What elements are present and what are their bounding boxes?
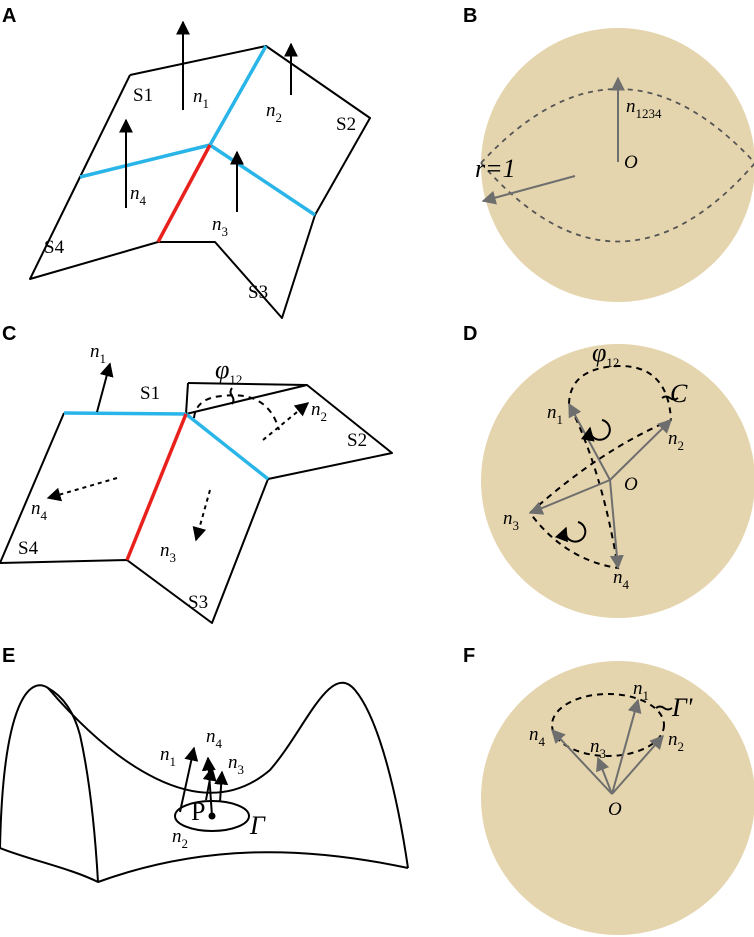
phi-pointer: [229, 387, 235, 405]
arrow-n1-d: [568, 402, 611, 481]
left-peak-front: [0, 684, 81, 849]
cyan-edge-c1: [63, 411, 187, 416]
edge-back-top: [187, 382, 308, 386]
label-n2: n2: [266, 100, 282, 125]
label-n1234: n1234: [626, 96, 662, 121]
arrow-n2-f: [611, 734, 664, 795]
label-s1: S1: [133, 85, 153, 106]
panel-label-d: D: [463, 323, 477, 345]
panel-a: A S1 S2 S3 S4 n1 n2 n3 n4: [2, 5, 371, 319]
label-origin-d: O: [624, 474, 638, 495]
angle-arc-phi12: [193, 394, 280, 431]
label-n4-c: n4: [31, 498, 48, 523]
edge-back-left: [185, 382, 189, 415]
label-n3-d: n3: [503, 508, 519, 533]
arrow-n3-c: [192, 489, 211, 542]
label-n1-c: n1: [90, 341, 106, 366]
gamma-prime-pointer: [655, 705, 673, 711]
panel-label-f: F: [463, 645, 475, 667]
label-n3-c: n3: [160, 540, 176, 565]
cyan-edge-c2: [184, 412, 270, 481]
label-s3: S3: [248, 282, 268, 303]
label-n4-f: n4: [529, 724, 546, 749]
loop-gamma-prime: [551, 693, 665, 757]
label-s4: S4: [44, 237, 65, 258]
rotation-arrow-lower: [554, 521, 587, 543]
left-peak-side: [79, 734, 99, 883]
arrow-n1-e: [179, 746, 199, 813]
unit-sphere-b: [481, 28, 754, 302]
label-n3-f: n3: [590, 736, 606, 761]
arrow-n1-c: [96, 362, 114, 413]
arrow-n3-f: [596, 756, 613, 795]
label-phi12-d: φ12: [592, 338, 619, 370]
label-c: C: [670, 379, 688, 408]
panel-e: E n1 n4 n3 n2 P Γ: [0, 645, 409, 883]
arrow-radius: [481, 175, 576, 205]
label-s1-c: S1: [140, 383, 160, 404]
red-edge-c: [125, 413, 188, 561]
arrow-n2-d: [609, 419, 672, 481]
label-phi12-c: φ12: [215, 355, 242, 387]
cyan-edge-s2-s3: [209, 143, 316, 217]
c-pointer: [661, 395, 679, 401]
label-origin-f: O: [608, 799, 622, 820]
label-s2-c: S2: [347, 430, 367, 451]
panel-label-c: C: [2, 323, 16, 345]
label-origin-b: O: [624, 152, 638, 173]
panel-d: D n1 n2 n3 n4 O C φ12: [463, 323, 754, 618]
panel-c: C S1 S2 S3 S4 n1 n2 n3 n4 φ12: [0, 323, 393, 624]
panel-label-e: E: [2, 645, 15, 667]
great-circle-lower: [480, 162, 754, 243]
label-s3-c: S3: [188, 592, 208, 613]
cyan-edge-s1-s4: [79, 143, 211, 179]
arrow-n1-f: [611, 698, 642, 795]
arrow-n2-c: [262, 402, 310, 441]
label-n1-e: n1: [160, 744, 176, 769]
label-n1: n1: [193, 86, 209, 111]
label-s4-c: S4: [18, 538, 39, 559]
saddle-base: [0, 847, 409, 883]
red-edge-s3-s4: [156, 144, 212, 243]
unit-sphere-d: [481, 344, 754, 618]
panel-b: B n1234 O r=1: [463, 5, 754, 302]
label-n2-f: n2: [668, 729, 684, 754]
arrow-n2-e: [214, 770, 229, 803]
panel-label-a: A: [2, 5, 16, 27]
arrow-n4-c: [46, 477, 118, 502]
label-n4: n4: [130, 183, 147, 208]
label-n1-f: n1: [633, 678, 649, 703]
label-n4-e: n4: [206, 726, 223, 751]
label-n2-e: n2: [172, 826, 188, 851]
unit-sphere-f: [481, 661, 754, 935]
folded-surface-outline: [29, 45, 371, 319]
label-n2-d: n2: [668, 428, 684, 453]
label-s2: S2: [336, 114, 356, 135]
arrow-n3-e: [202, 766, 217, 801]
spherical-polygon-c: [528, 364, 673, 570]
label-gamma-prime: Γ': [671, 693, 693, 722]
saddle-ridge: [47, 681, 409, 869]
rotation-arrow-upper: [580, 419, 611, 442]
label-n4-d: n4: [613, 567, 630, 592]
label-p: P: [191, 797, 205, 826]
arrow-n4-f: [551, 728, 613, 795]
label-n1-d: n1: [547, 402, 563, 427]
panel-f: F n1 n2 n3 n4 O Γ': [463, 645, 754, 935]
arrow-n4-d: [609, 479, 624, 570]
arrow-n3-d: [528, 479, 611, 515]
loop-gamma: [174, 800, 250, 832]
panel-label-b: B: [463, 5, 477, 27]
label-n3-e: n3: [228, 752, 244, 777]
label-radius: r=1: [475, 154, 516, 183]
label-gamma: Γ: [249, 811, 266, 840]
cyan-edge-s1-s2: [208, 45, 268, 146]
label-n2-c: n2: [311, 399, 327, 424]
label-n3: n3: [212, 214, 228, 239]
